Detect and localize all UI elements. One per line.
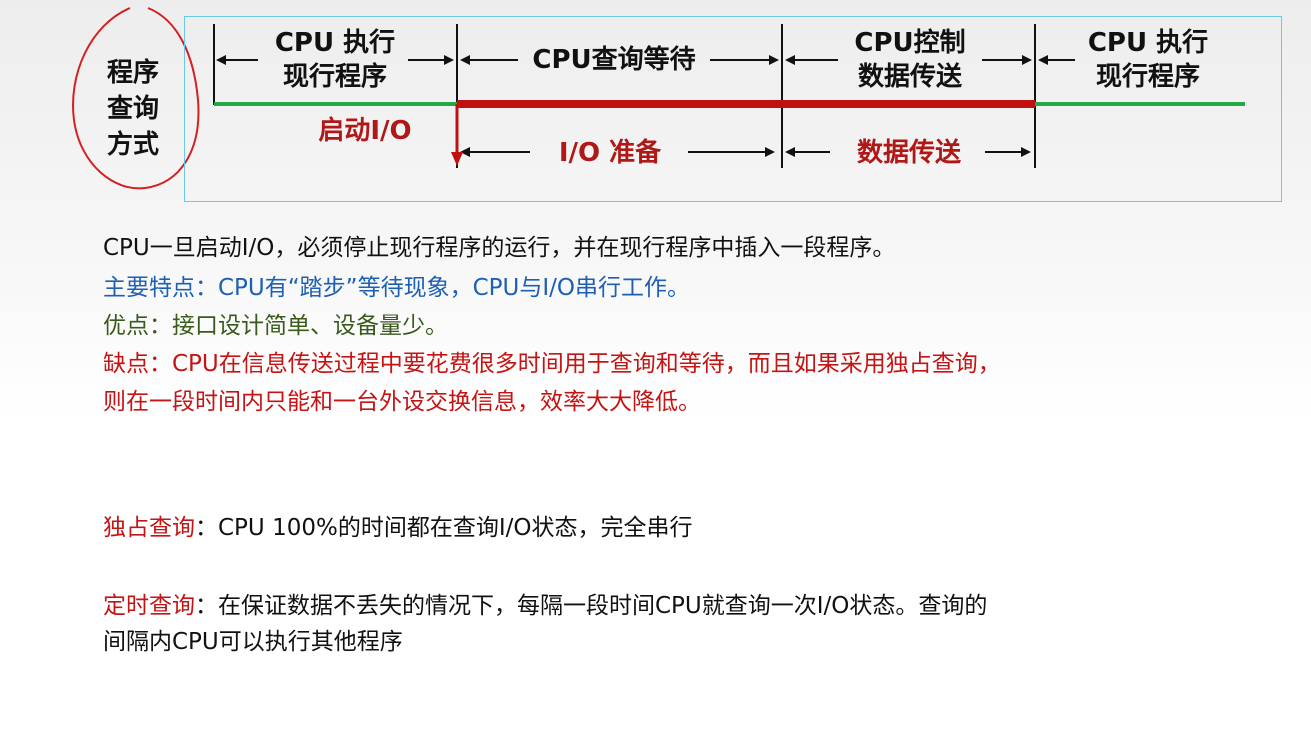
mode-label: 程序查询方式 <box>106 58 159 160</box>
cpu-segment-3: CPU控制 数据传送 <box>854 28 966 92</box>
start-io-label: 启动I/O <box>318 116 412 146</box>
cpu-segment-4: CPU 执行 现行程序 <box>1087 28 1209 92</box>
timeline-box <box>184 16 1282 202</box>
exclusive-query: 独占查询：CPU 100%的时间都在查询I/O状态，完全串行 <box>103 510 692 546</box>
timed-query-term: 定时查询 <box>103 593 195 619</box>
pros-paragraph: 优点：接口设计简单、设备量少。 <box>103 313 448 339</box>
exclusive-query-term: 独占查询 <box>103 515 195 541</box>
timed-query-text: ：在保证数据不丢失的情况下，每隔一段时间CPU就查询一次I/O状态。查询的 <box>195 593 988 619</box>
cons-paragraph-line2: 则在一段时间内只能和一台外设交换信息，效率大大降低。 <box>103 389 701 415</box>
exclusive-query-text: ：CPU 100%的时间都在查询I/O状态，完全串行 <box>195 515 693 541</box>
intro-paragraph: CPU一旦启动I/O，必须停止现行程序的运行，并在现行程序中插入一段程序。 <box>103 235 896 261</box>
hand-drawn-circle <box>72 7 200 190</box>
timed-query: 定时查询：在保证数据不丢失的情况下，每隔一段时间CPU就查询一次I/O状态。查询… <box>103 588 987 624</box>
cons-paragraph-line1: 缺点：CPU在信息传送过程中要花费很多时间用于查询和等待，而且如果采用独占查询， <box>103 351 1001 377</box>
timeline-diagram <box>213 24 1245 168</box>
timed-query-text-line2: 间隔内CPU可以执行其他程序 <box>103 629 403 655</box>
data-transfer-label: 数据传送 <box>856 138 961 168</box>
features-paragraph: 主要特点：CPU有“踏步”等待现象，CPU与I/O串行工作。 <box>103 275 690 301</box>
io-prepare-label: I/O 准备 <box>558 138 662 168</box>
cpu-segment-2: CPU查询等待 <box>532 45 696 75</box>
cpu-segment-1: CPU 执行 现行程序 <box>274 28 396 92</box>
